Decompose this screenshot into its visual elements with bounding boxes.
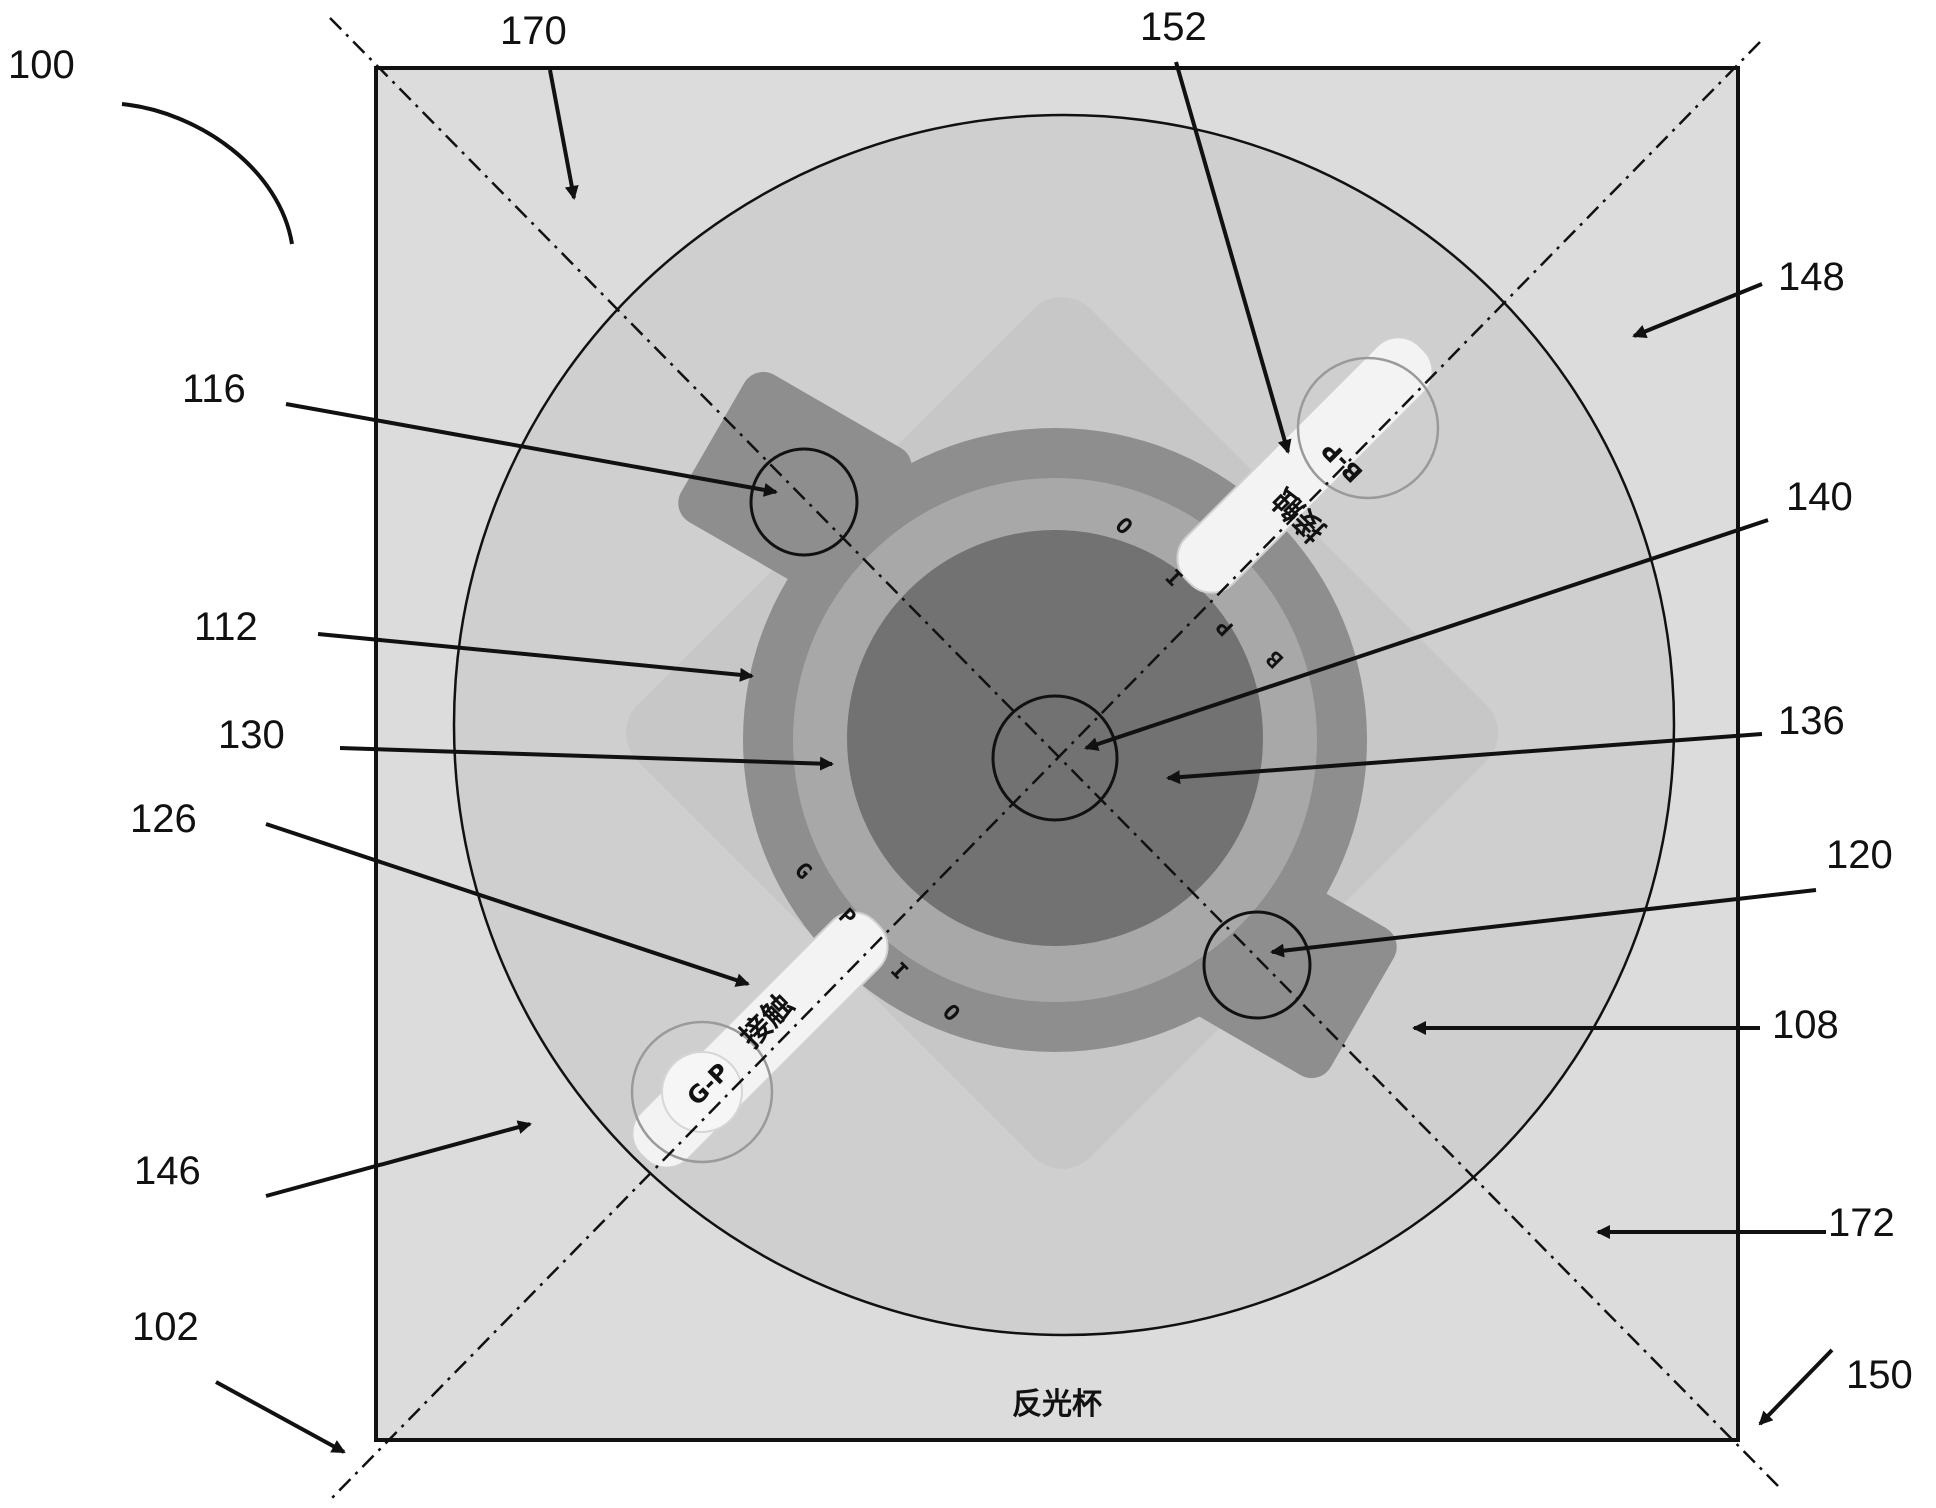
ref-label-150: 150: [1846, 1353, 1913, 1397]
curve-100: [121, 102, 294, 245]
lower-pad-circle: [630, 1020, 774, 1164]
ref-label-112: 112: [194, 605, 258, 649]
arrow-150: [1758, 1348, 1834, 1426]
arrow-136: [1166, 732, 1763, 785]
feature-circle-120: [1202, 910, 1312, 1020]
feature-circle-140: [991, 694, 1119, 822]
arrow-126: [265, 822, 750, 987]
arrow-116: [285, 402, 778, 497]
arrow-140: [1084, 518, 1769, 751]
ref-label-148: 148: [1778, 255, 1845, 299]
ref-label-140: 140: [1786, 475, 1853, 519]
ref-label-102: 102: [132, 1305, 199, 1349]
arrow-120: [1270, 888, 1817, 958]
feature-circle-116: [749, 447, 859, 557]
arrow-130: [339, 746, 834, 771]
ref-label-108: 108: [1772, 1003, 1839, 1047]
ref-label-170: 170: [500, 9, 567, 53]
ref-label-120: 120: [1826, 833, 1893, 877]
reflector-cup-label: 反光杯: [1012, 1387, 1102, 1422]
arrow-146: [265, 1120, 532, 1198]
arrow-152: [1174, 61, 1292, 454]
ref-label-146: 146: [134, 1149, 201, 1193]
center-disc: [847, 530, 1263, 946]
ref-label-116: 116: [182, 367, 246, 411]
ref-label-130: 130: [218, 713, 285, 757]
arrow-148: [1632, 282, 1763, 338]
ref-label-136: 136: [1778, 699, 1845, 743]
arrow-112: [317, 632, 754, 682]
arrow-170: [548, 69, 579, 200]
ref-label-152: 152: [1140, 5, 1207, 49]
diagonal-axis-2: [329, 41, 1761, 1501]
ref-label-172: 172: [1828, 1201, 1895, 1245]
arrow-102: [215, 1380, 346, 1454]
diagonal-axis-1: [329, 17, 1781, 1489]
ref-label-126: 126: [130, 797, 197, 841]
ref-label-100: 100: [8, 43, 75, 87]
upper-pad-circle: [1296, 356, 1440, 500]
lower-pad-inner-circle: [661, 1051, 743, 1133]
